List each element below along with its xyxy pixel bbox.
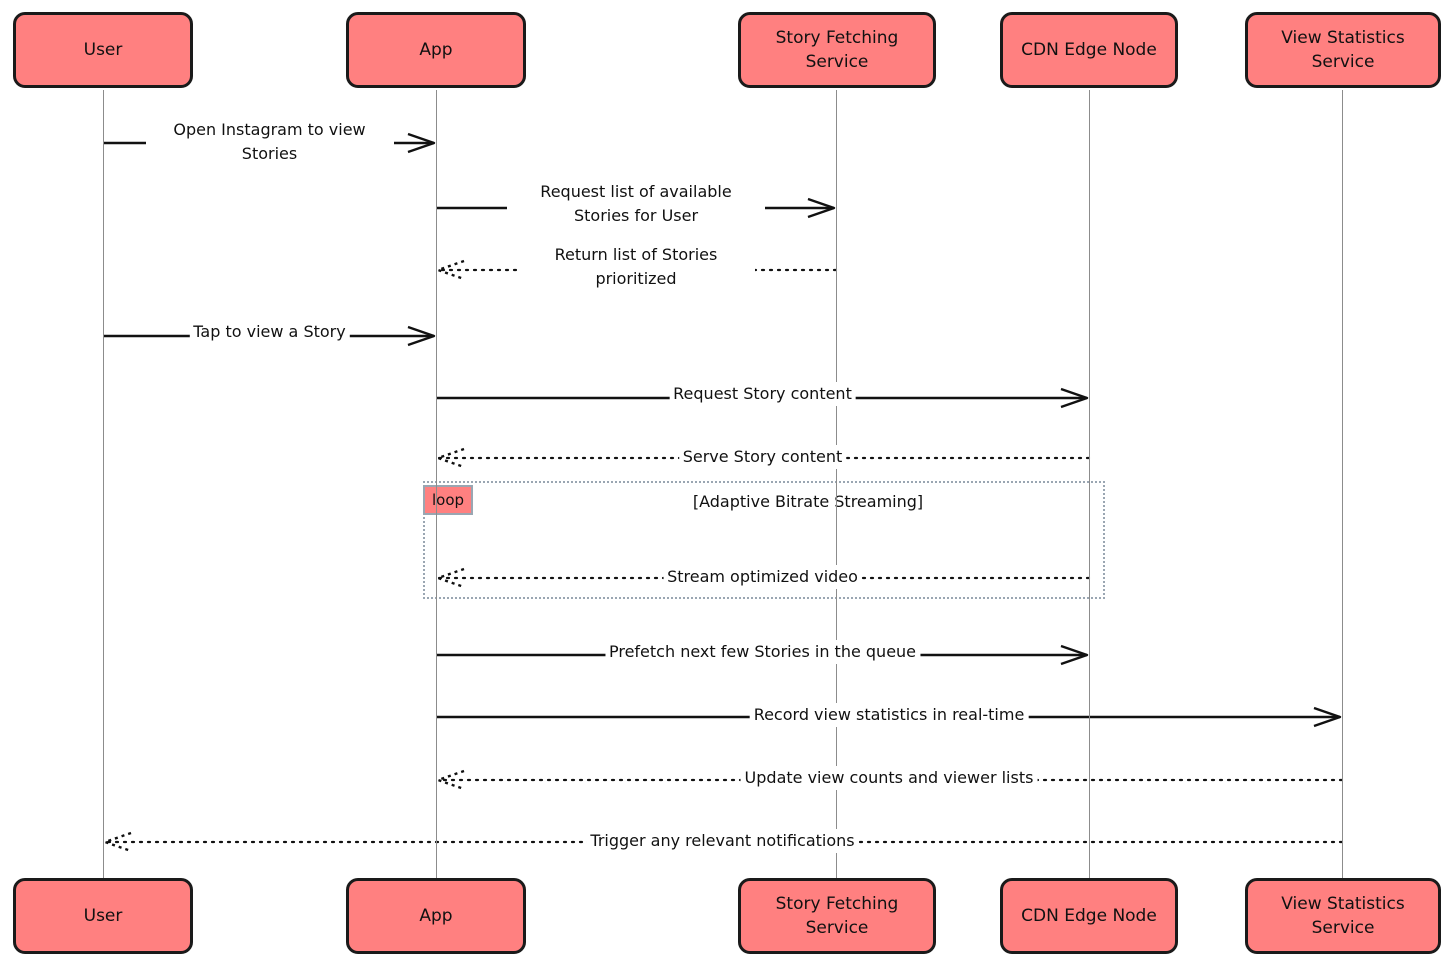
actor-label: App xyxy=(419,40,453,60)
actor-label: App xyxy=(419,906,453,926)
actor-cdn-edge-node-top: CDN Edge Node xyxy=(1000,12,1178,88)
actor-label: CDN Edge Node xyxy=(1021,40,1157,60)
actor-app-bottom: App xyxy=(346,878,526,954)
arrowhead xyxy=(436,447,465,469)
lifeline-story-fetching-service xyxy=(836,90,837,880)
lifeline-view-statistics-service xyxy=(1342,90,1343,880)
actor-user-top: User xyxy=(13,12,193,88)
actor-label: User xyxy=(83,906,123,926)
message-label: Request list of available Stories for Us… xyxy=(507,180,765,228)
actor-label: View Statistics Service xyxy=(1281,28,1405,72)
actor-view-statistics-service-top: View Statistics Service xyxy=(1245,12,1441,88)
actor-label: CDN Edge Node xyxy=(1021,906,1157,926)
message-label: Serve Story content xyxy=(678,445,847,469)
lifeline-user xyxy=(103,90,104,880)
message-label: Request Story content xyxy=(669,382,856,406)
actor-view-statistics-service-bottom: View Statistics Service xyxy=(1245,878,1441,954)
actor-story-fetching-service-bottom: Story Fetching Service xyxy=(738,878,936,954)
lifeline-app xyxy=(436,90,437,880)
actor-label: Story Fetching Service xyxy=(775,28,899,72)
arrowhead xyxy=(1060,644,1089,666)
arrowhead xyxy=(807,197,836,219)
arrowhead xyxy=(1060,387,1089,409)
arrowhead xyxy=(1313,706,1342,728)
arrowhead xyxy=(436,769,465,791)
actor-app-top: App xyxy=(346,12,526,88)
actor-cdn-edge-node-bottom: CDN Edge Node xyxy=(1000,878,1178,954)
loop-tag: loop xyxy=(423,485,473,515)
actor-user-bottom: User xyxy=(13,878,193,954)
message-label: Stream optimized video xyxy=(663,565,862,589)
message-label: Open Instagram to view Stories xyxy=(145,118,394,166)
message-label: Update view counts and viewer lists xyxy=(740,766,1038,790)
arrowhead xyxy=(407,132,436,154)
arrowhead xyxy=(407,325,436,347)
message-label: Prefetch next few Stories in the queue xyxy=(604,640,921,664)
actor-label: Story Fetching Service xyxy=(775,894,899,938)
loop-frame xyxy=(423,481,1105,599)
message-label: Tap to view a Story xyxy=(189,320,350,344)
message-label: Return list of Stories prioritized xyxy=(517,243,755,291)
arrowhead xyxy=(436,259,465,281)
loop-condition: [Adaptive Bitrate Streaming] xyxy=(692,492,924,511)
actor-label: View Statistics Service xyxy=(1281,894,1405,938)
arrowhead xyxy=(103,831,132,853)
actor-label: User xyxy=(83,40,123,60)
lifeline-cdn-edge-node xyxy=(1089,90,1090,880)
message-label: Trigger any relevant notifications xyxy=(586,829,859,853)
arrowhead xyxy=(436,567,465,589)
actor-story-fetching-service-top: Story Fetching Service xyxy=(738,12,936,88)
message-label: Record view statistics in real-time xyxy=(749,703,1029,727)
